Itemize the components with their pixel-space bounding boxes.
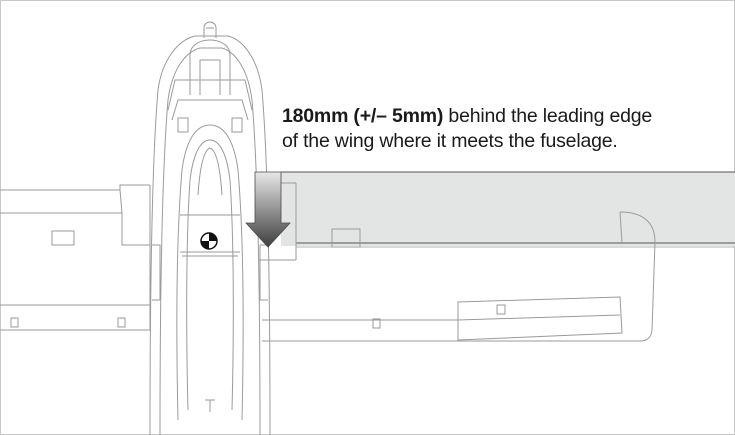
cg-caption-line1: behind the leading edge bbox=[443, 105, 653, 127]
left-wing bbox=[0, 184, 151, 331]
cg-measurement: 180mm (+/– 5mm) bbox=[282, 105, 444, 127]
right-wing bbox=[258, 182, 656, 342]
cg-caption: 180mm (+/– 5mm) behind the leading edge … bbox=[282, 104, 712, 154]
highlight-band bbox=[281, 171, 735, 248]
down-arrow-icon bbox=[245, 171, 291, 248]
center-of-gravity-icon bbox=[200, 232, 218, 250]
cg-caption-line2: of the wing where it meets the fuselage. bbox=[282, 130, 618, 152]
